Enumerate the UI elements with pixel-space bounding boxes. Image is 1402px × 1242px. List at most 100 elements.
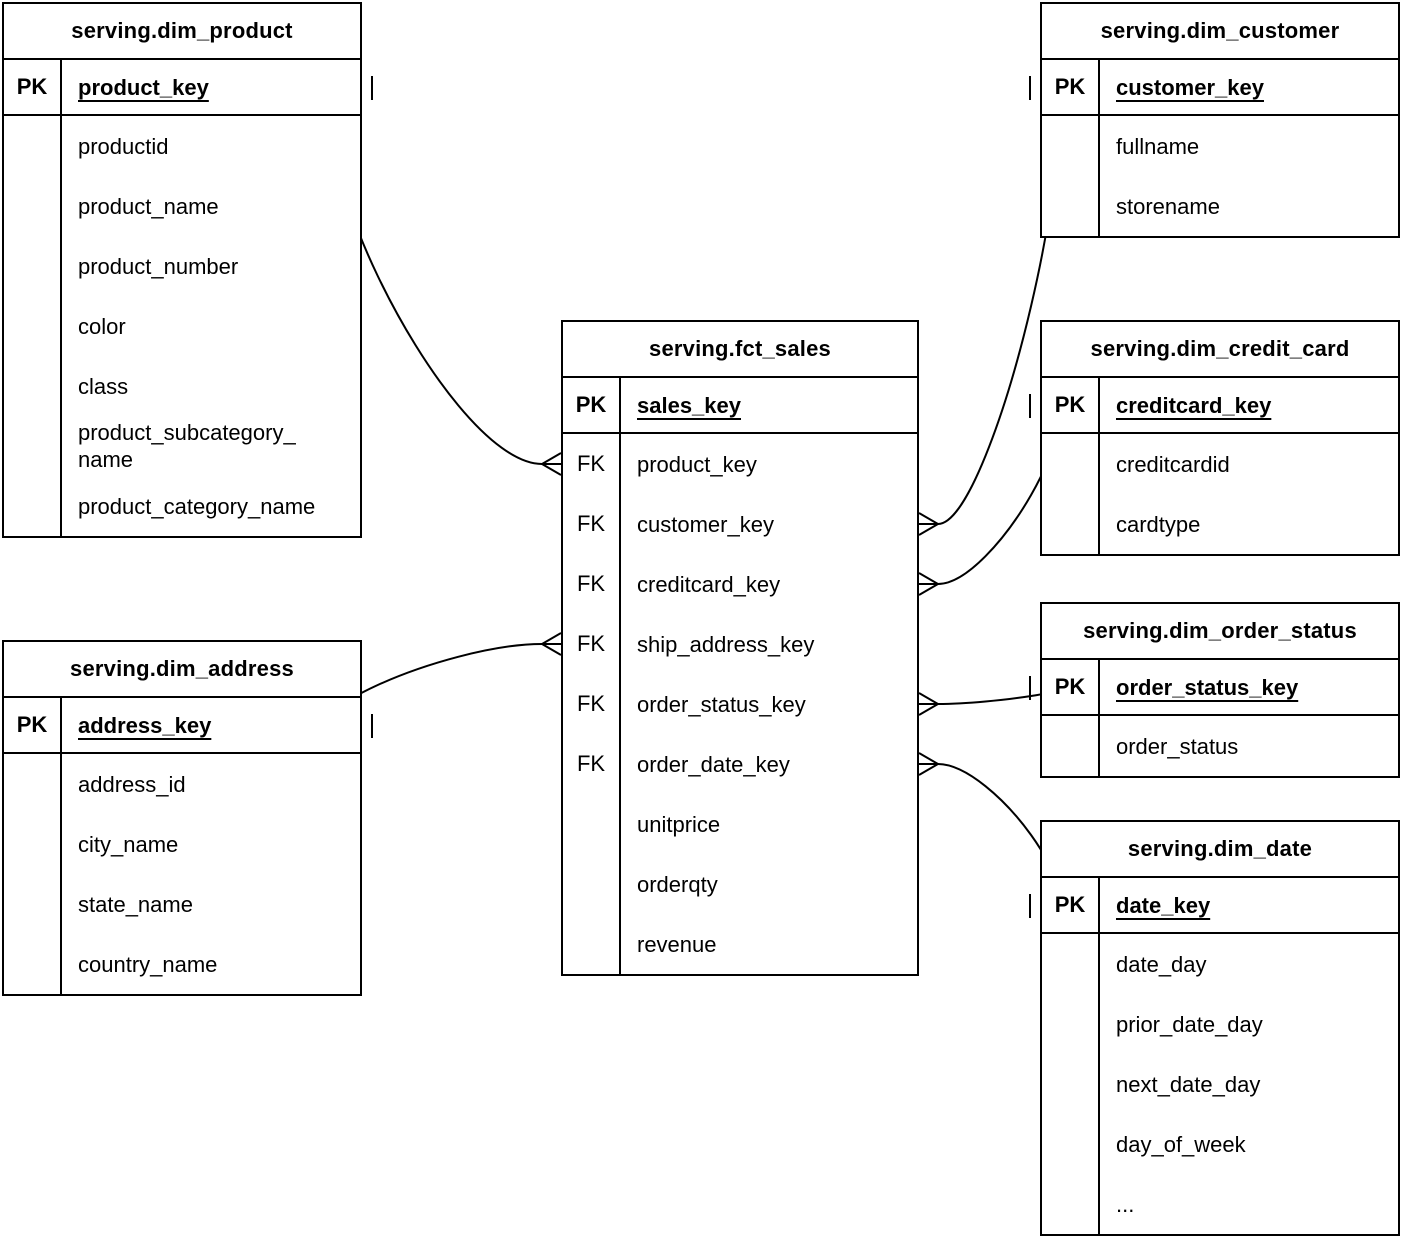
field-name: cardtype: [1116, 511, 1201, 537]
key-badge-empty: [4, 176, 62, 236]
field-row-product_number: product_number: [4, 236, 360, 296]
field-row-product_category_name: product_category_name: [4, 476, 360, 536]
key-badge-empty: [1042, 116, 1100, 176]
relationship-wire: [332, 643, 543, 727]
relationship-wire: [937, 87, 1058, 525]
field-row-country_name: country_name: [4, 934, 360, 994]
field-row-day_of_week: day_of_week: [1042, 1114, 1398, 1174]
table-title: serving.dim_address: [4, 642, 360, 698]
field-name: productid: [78, 133, 169, 159]
field-row-order_status: order_status: [1042, 716, 1398, 776]
key-badge-empty: [4, 416, 62, 476]
table-dim-order-status[interactable]: serving.dim_order_status PK order_status_…: [1040, 602, 1400, 778]
key-badge-empty: [1042, 994, 1100, 1054]
relationship-ship-address-key-to-dim-address: [332, 632, 562, 738]
field-name: revenue: [637, 931, 717, 957]
key-badge-fk: FK: [563, 494, 621, 554]
field-name: fullname: [1116, 133, 1200, 159]
field-name: product_key: [78, 74, 209, 100]
table-title: serving.dim_order_status: [1042, 604, 1398, 660]
crow-foot-many-marker: [540, 452, 562, 476]
field-row-city_name: city_name: [4, 814, 360, 874]
relationship-wire: [937, 405, 1058, 585]
field-row-revenue: revenue: [563, 914, 917, 974]
key-badge-empty: [4, 814, 62, 874]
key-badge-empty: [1042, 176, 1100, 236]
field-name: date_day: [1116, 951, 1207, 977]
field-name: ...: [1116, 1191, 1135, 1217]
field-name: customer_key: [637, 511, 774, 537]
pk-field-row-order_status_key: PK order_status_key: [1042, 660, 1398, 716]
field-name: next_date_day: [1116, 1071, 1261, 1097]
field-name: sales_key: [637, 392, 741, 418]
relationship-order-status-key-to-dim-order-status: [918, 676, 1058, 716]
relationship-customer-key-to-dim-customer: [918, 76, 1058, 536]
key-badge-empty: [563, 794, 621, 854]
key-badge-empty: [1042, 494, 1100, 554]
key-badge-pk: PK: [4, 698, 62, 752]
field-row-order_status_key: FK order_status_key: [563, 674, 917, 734]
key-badge-empty: [1042, 1114, 1100, 1174]
key-badge-empty: [4, 476, 62, 536]
key-badge-pk: PK: [1042, 660, 1100, 714]
field-name: city_name: [78, 831, 179, 857]
field-name: address_id: [78, 771, 186, 797]
key-badge-empty: [1042, 1054, 1100, 1114]
field-row-next_date_day: next_date_day: [1042, 1054, 1398, 1114]
field-row-creditcardid: creditcardid: [1042, 434, 1398, 494]
field-row-unitprice: unitprice: [563, 794, 917, 854]
key-badge-pk: PK: [1042, 60, 1100, 114]
field-name: creditcard_key: [1116, 392, 1272, 418]
field-row-prior_date_day: prior_date_day: [1042, 994, 1398, 1054]
key-badge-pk: PK: [1042, 378, 1100, 432]
field-row-date_day: date_day: [1042, 934, 1398, 994]
key-badge-empty: [1042, 716, 1100, 776]
pk-field-row-creditcard_key: PK creditcard_key: [1042, 378, 1398, 434]
relationship-wire: [332, 87, 543, 465]
key-badge-empty: [563, 854, 621, 914]
field-row-cardtype: cardtype: [1042, 494, 1398, 554]
field-row-storename: storename: [1042, 176, 1398, 236]
field-row-product_key: FK product_key: [563, 434, 917, 494]
field-name: class: [78, 373, 129, 399]
relationship-creditcard-key-to-dim-credit-card: [918, 394, 1058, 596]
field-name: color: [78, 313, 126, 339]
table-title: serving.fct_sales: [563, 322, 917, 378]
field-row-product_name: product_name: [4, 176, 360, 236]
field-name: date_key: [1116, 892, 1211, 918]
field-name: order_status_key: [637, 691, 806, 717]
field-name: product_subcategory_ name: [78, 420, 296, 472]
key-badge-pk: PK: [563, 378, 621, 432]
key-badge-fk: FK: [563, 434, 621, 494]
key-badge-empty: [1042, 434, 1100, 494]
key-badge-fk: FK: [563, 674, 621, 734]
field-row-state_name: state_name: [4, 874, 360, 934]
pk-field-row-date_key: PK date_key: [1042, 878, 1398, 934]
pk-field-row-customer_key: PK customer_key: [1042, 60, 1398, 116]
field-name: product_key: [637, 451, 757, 477]
table-title: serving.dim_customer: [1042, 4, 1398, 60]
field-row-product_subcategory_name: product_subcategory_ name: [4, 416, 360, 476]
table-title: serving.dim_product: [4, 4, 360, 60]
field-name: order_status_key: [1116, 674, 1299, 700]
field-name: product_name: [78, 193, 219, 219]
field-name: customer_key: [1116, 74, 1264, 100]
field-name: ship_address_key: [637, 631, 815, 657]
field-row-class: class: [4, 356, 360, 416]
pk-field-row-sales_key: PK sales_key: [563, 378, 917, 434]
field-name: state_name: [78, 891, 193, 917]
key-badge-empty: [4, 934, 62, 994]
key-badge-pk: PK: [1042, 878, 1100, 932]
key-badge-empty: [4, 754, 62, 814]
